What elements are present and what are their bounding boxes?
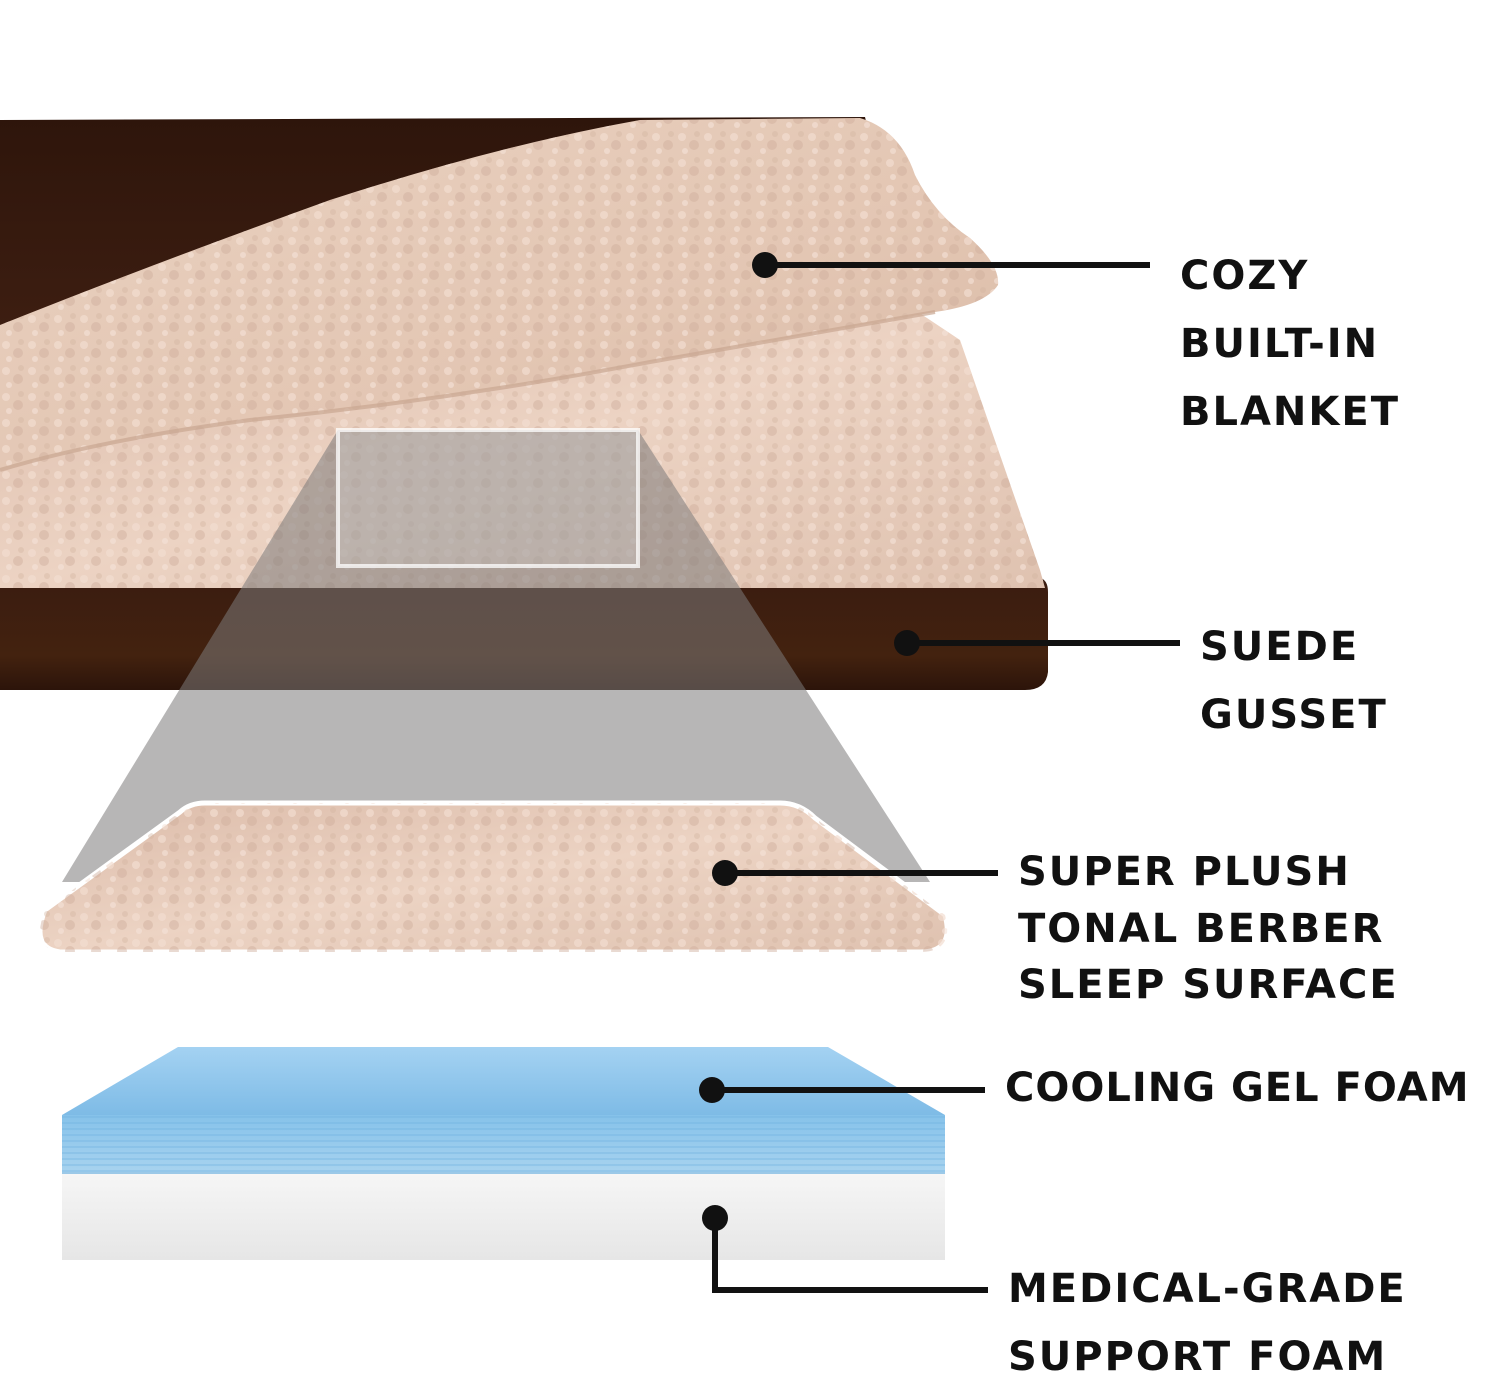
label-gusset: GUSSET [1200, 692, 1388, 738]
callout-sleep-surface [712, 860, 998, 886]
magnifier-zoom [62, 428, 930, 882]
label-built-in: BUILT-IN [1180, 321, 1380, 367]
label-tonal-berber: TONAL BERBER [1018, 906, 1385, 952]
magnifier-frame [336, 428, 640, 568]
label-suede: SUEDE [1200, 624, 1360, 670]
label-medical-grade: MEDICAL-GRADE [1008, 1266, 1407, 1312]
callout-gel-foam [699, 1077, 985, 1103]
support-foam-side [62, 1173, 945, 1260]
label-support-foam: SUPPORT FOAM [1008, 1334, 1388, 1380]
foam-block [62, 1047, 945, 1260]
callout-blanket [752, 252, 1150, 278]
sleep-surface-sample [37, 800, 950, 955]
callout-line [712, 1218, 988, 1293]
label-blanket: BLANKET [1180, 389, 1401, 435]
callout-gusset [894, 630, 1180, 656]
label-cozy: COZY [1180, 253, 1310, 299]
label-super-plush: SUPER PLUSH [1018, 849, 1351, 895]
label-sleep-surface: SLEEP SURFACE [1018, 962, 1399, 1008]
gel-foam-top [62, 1047, 945, 1115]
magnifier-cone [62, 430, 930, 882]
label-cooling-gel-foam: COOLING GEL FOAM [1005, 1065, 1470, 1111]
callout-support-foam [702, 1205, 988, 1293]
